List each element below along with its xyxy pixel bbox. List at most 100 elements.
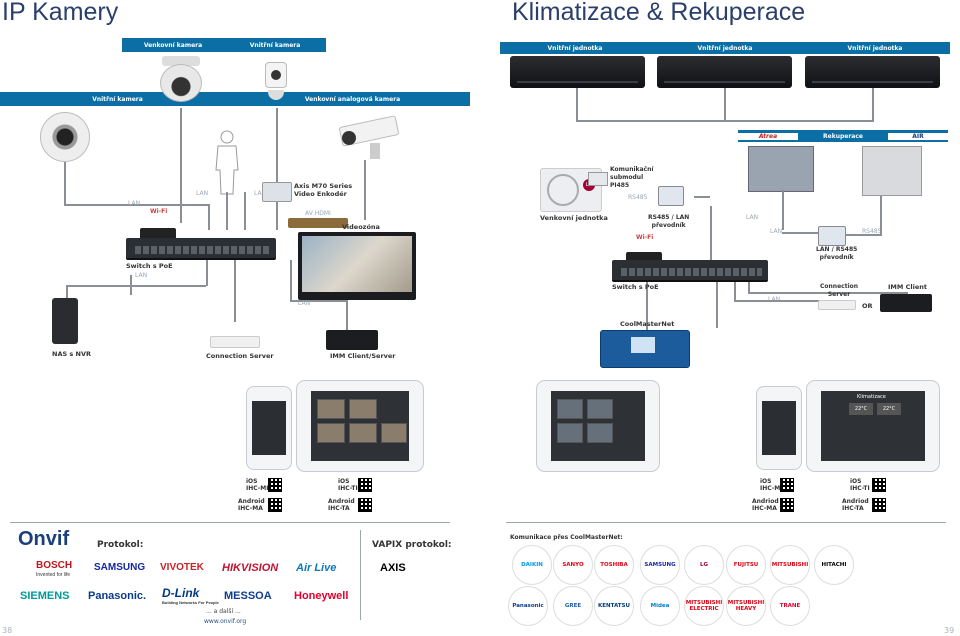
app-name-label: IHC-TI xyxy=(850,485,870,492)
imm-label-right: IMM Client xyxy=(888,283,927,291)
onvif-logo: Onvif xyxy=(18,528,70,550)
right-bar-1: Vnitřní jednotka Vnitřní jednotka Vnitřn… xyxy=(500,42,950,54)
recuperation-unit-1 xyxy=(748,146,814,192)
app-os-label: Android xyxy=(328,498,355,505)
pi485-module xyxy=(588,172,608,186)
mitsubishi-heavy-logo: MITSUBISHI HEAVY xyxy=(726,586,766,626)
switch-label-left: Switch s PoE xyxy=(126,262,173,270)
connection-server-label-right: Connection Server xyxy=(820,283,859,298)
onvif-url-link[interactable]: www.onvif.org xyxy=(204,618,247,625)
axis-encoder xyxy=(262,182,292,202)
app-badge-android-ma-left[interactable]: Android IHC-MA xyxy=(238,498,265,512)
messoa-logo: MESSOA xyxy=(224,590,272,602)
lan-label-3: LAN xyxy=(254,190,267,197)
temp-display-1: 22°C xyxy=(849,403,873,415)
lan-label-r3: LAN xyxy=(768,296,780,303)
rs485-label-2: RS485 xyxy=(862,228,882,235)
qr-code-icon xyxy=(268,478,282,492)
honeywell-logo: Honeywell xyxy=(294,590,349,602)
mitsubishi-electric-logo: MITSUBISHI ELECTRIC xyxy=(684,586,724,626)
atrea-logo: Atrea xyxy=(738,132,798,140)
app-os-label: Andriod xyxy=(842,498,869,505)
connection-server-label-left: Connection Server xyxy=(206,352,274,360)
videozona-monitor xyxy=(298,232,416,300)
axis-logo: AXIS xyxy=(380,562,406,574)
qr-code-icon xyxy=(358,478,372,492)
app-name-label: IHC-MI xyxy=(760,485,783,492)
indoor-camera xyxy=(262,56,290,108)
pi485-label: Komunikační submodul PI485 xyxy=(610,166,654,189)
vapix-label: VAPIX protokol: xyxy=(372,540,452,550)
app-os-label: Android xyxy=(238,498,265,505)
wifi-router-right xyxy=(626,252,662,262)
lan-label-r2: LAN xyxy=(770,228,783,235)
qr-code-icon xyxy=(872,498,886,512)
hikvision-logo: HIKVISION xyxy=(222,562,279,574)
coolmaster-label: CoolMasterNet xyxy=(620,320,675,328)
imm-label-left: IMM Client/Server xyxy=(330,352,396,360)
app-os-label: iOS xyxy=(246,478,258,485)
app-os-label: iOS xyxy=(338,478,350,485)
wifi-label-left: Wi-Fi xyxy=(150,208,168,215)
label-analog-camera: Venkovní analogová kamera xyxy=(304,95,401,103)
more-brands-text: ... a další ... xyxy=(206,608,241,615)
app-badge-android-ma-right[interactable]: Andriod IHC-MA xyxy=(752,498,779,512)
nas-device xyxy=(52,298,78,344)
qr-code-icon xyxy=(780,498,794,512)
recuperation-unit-2 xyxy=(862,146,922,196)
left-bar-1: Venkovní kamera Vnitřní kamera xyxy=(122,38,326,52)
lan-label-1: LAN xyxy=(128,200,141,207)
app-badge-ios-mi-left[interactable]: iOS IHC-MI xyxy=(246,478,269,492)
mitsubishi-logo: MITSUBISHI xyxy=(770,545,810,585)
sanyo-logo: SANYO xyxy=(553,545,593,585)
temp-display-2: 22°C xyxy=(877,403,901,415)
app-badge-android-ta-left[interactable]: Android IHC-TA xyxy=(328,498,355,512)
panasonic-logo: Panasonic. xyxy=(88,590,147,602)
qr-code-icon xyxy=(780,478,794,492)
air-logo: AIR xyxy=(888,132,948,140)
dome-camera-indoor xyxy=(40,112,90,162)
av-hdmi-label: AV HDMI xyxy=(305,210,331,217)
label-outdoor-camera: Venkovní kamera xyxy=(143,41,203,49)
connection-server-right xyxy=(818,300,856,310)
fujitsu-logo: FUJITSU xyxy=(726,545,766,585)
rs485-lan-label: RS485 / LAN převodník xyxy=(648,214,690,229)
qr-code-icon xyxy=(358,498,372,512)
app-badge-ios-ti-right[interactable]: iOS IHC-TI xyxy=(850,478,870,492)
dlink-logo: D-Link xyxy=(162,586,200,600)
trane-logo: TRANE xyxy=(770,586,810,626)
app-badge-ios-ti-left[interactable]: iOS IHC-TI xyxy=(338,478,358,492)
rs485-label-1: RS485 xyxy=(628,194,648,201)
lan-label-5: LAN xyxy=(298,300,311,307)
klimatizace-screen-title: Klimatizace xyxy=(857,394,886,400)
app-badge-ios-mi-right[interactable]: iOS IHC-MI xyxy=(760,478,783,492)
kentatsu-logo: KENTATSU xyxy=(594,586,634,626)
bullet-camera xyxy=(330,115,400,160)
lan-rs485-label: LAN / RS485 převodník xyxy=(816,246,858,261)
right-page-title: Klimatizace & Rekuperace xyxy=(512,0,806,26)
app-os-label: iOS xyxy=(760,478,772,485)
poe-switch-left xyxy=(126,238,276,260)
or-label: OR xyxy=(862,302,873,310)
encoder-label: Axis M70 Series Video Enkodér xyxy=(294,182,353,198)
app-badge-android-ta-right[interactable]: Andriod IHC-TA xyxy=(842,498,869,512)
switch-label-right: Switch s PoE xyxy=(612,283,659,291)
ac-indoor-unit-1 xyxy=(510,56,645,88)
ac-indoor-unit-3 xyxy=(805,56,940,88)
lan-label-2: LAN xyxy=(196,190,209,197)
label-indoor-camera-2: Vnitřní kamera xyxy=(92,95,143,103)
page-number-right: 39 xyxy=(944,626,955,635)
page-number-left: 38 xyxy=(2,626,13,635)
app-name-label: IHC-TA xyxy=(328,505,350,512)
samsung-logo: SAMSUNG xyxy=(94,562,146,573)
tablet-left xyxy=(296,380,424,472)
wifi-label-right: Wi-Fi xyxy=(636,234,654,241)
label-rekuperace: Rekuperace xyxy=(823,132,863,140)
qr-code-icon xyxy=(268,498,282,512)
outdoor-unit-label: Venkovní jednotka xyxy=(540,214,608,222)
panasonic-ac-logo: Panasonic xyxy=(508,586,548,626)
ac-indoor-unit-2 xyxy=(657,56,792,88)
toshiba-logo: TOSHIBA xyxy=(594,545,634,585)
bosch-logo: BOSCH xyxy=(36,560,73,571)
label-indoor-unit-1: Vnitřní jednotka xyxy=(547,44,603,52)
